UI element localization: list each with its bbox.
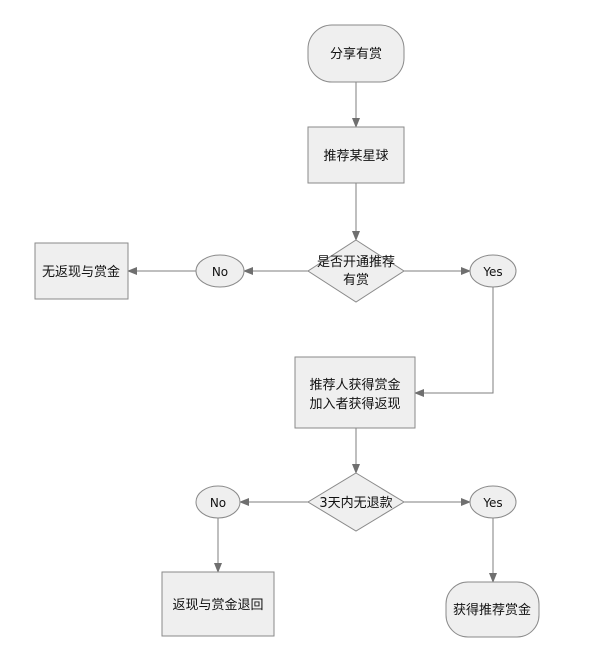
refund-label: 返现与赏金退回 xyxy=(172,597,263,613)
start-node: 分享有赏 xyxy=(307,24,405,83)
no1-node: No xyxy=(195,254,245,288)
reward-line1: 推荐人获得赏金 xyxy=(309,377,400,393)
refund-node: 返现与赏金退回 xyxy=(161,571,275,637)
final-node: 获得推荐赏金 xyxy=(445,581,540,638)
no2-node: No xyxy=(195,485,241,519)
yes1-node: Yes xyxy=(469,254,517,288)
reward-node: 推荐人获得赏金 加入者获得返现 xyxy=(294,356,416,429)
decision1-node: 是否开通推荐 有赏 xyxy=(307,239,405,303)
decision2-label: 3天内无退款 xyxy=(319,495,392,511)
no-reward-node: 无返现与赏金 xyxy=(34,242,129,300)
yes1-label: Yes xyxy=(482,265,502,279)
edges xyxy=(127,82,497,583)
no1-label: No xyxy=(212,265,228,279)
yes2-node: Yes xyxy=(469,485,517,519)
decision2-node: 3天内无退款 xyxy=(307,472,405,532)
no2-label: No xyxy=(210,496,226,510)
final-label: 获得推荐赏金 xyxy=(453,602,531,618)
decision1-line1: 是否开通推荐 xyxy=(317,255,395,270)
start-node-label: 分享有赏 xyxy=(330,46,382,62)
no-reward-label: 无返现与赏金 xyxy=(42,264,120,280)
yes2-label: Yes xyxy=(482,496,502,510)
edge-yes1-to-reward xyxy=(414,287,494,397)
recommend-node: 推荐某星球 xyxy=(307,126,405,184)
reward-line2: 加入者获得返现 xyxy=(309,396,400,412)
decision1-line2: 有赏 xyxy=(343,273,369,288)
recommend-node-label: 推荐某星球 xyxy=(323,149,388,164)
